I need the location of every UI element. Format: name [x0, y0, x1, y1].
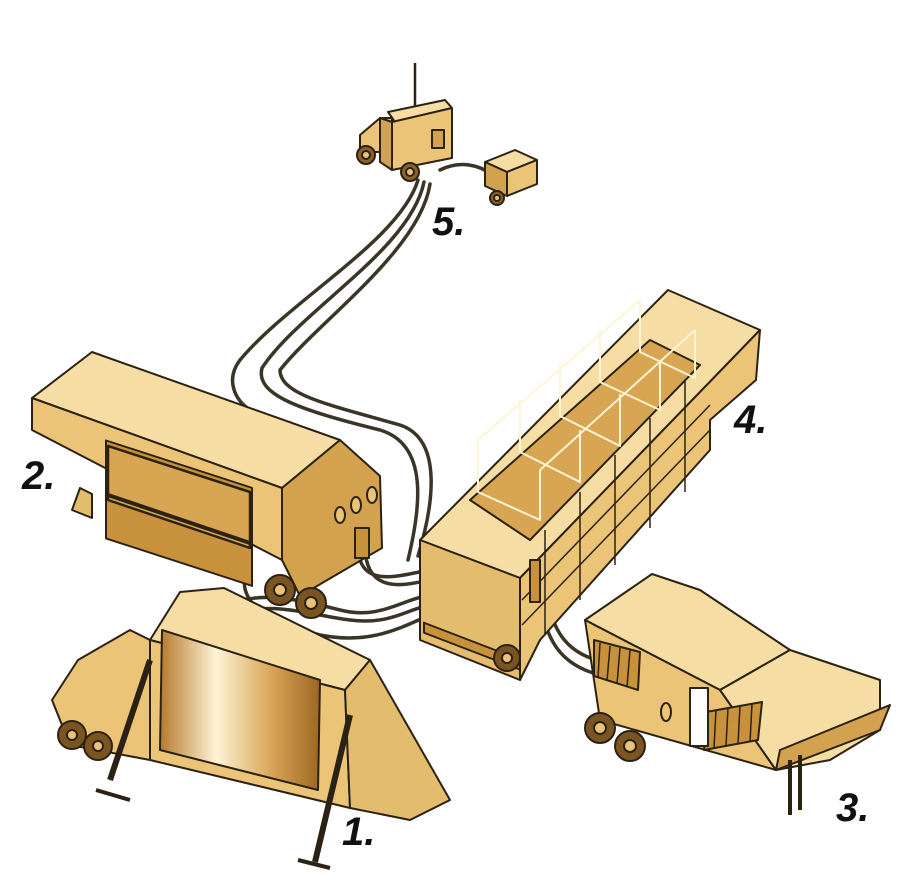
- label-unit-3: 3.: [836, 786, 870, 830]
- cable-5-to-4a: [259, 180, 426, 562]
- label-unit-2: 2.: [22, 454, 56, 498]
- cable-5-to-4b: [278, 182, 433, 558]
- control-truck-icon: [356, 63, 453, 182]
- cable-1-to-4a: [228, 593, 432, 615]
- trailer-unit-2: [31, 351, 383, 619]
- cable-5-to-2: [230, 178, 420, 412]
- label-unit-4: 4.: [734, 398, 768, 442]
- radar-antenna-icon: [51, 587, 451, 870]
- trailer-unit-3: [584, 573, 891, 815]
- label-unit-1: 1.: [342, 810, 376, 854]
- container-unit-4: [419, 289, 761, 681]
- generator-trailer-icon: [484, 149, 538, 206]
- label-unit-5: 5.: [432, 200, 466, 244]
